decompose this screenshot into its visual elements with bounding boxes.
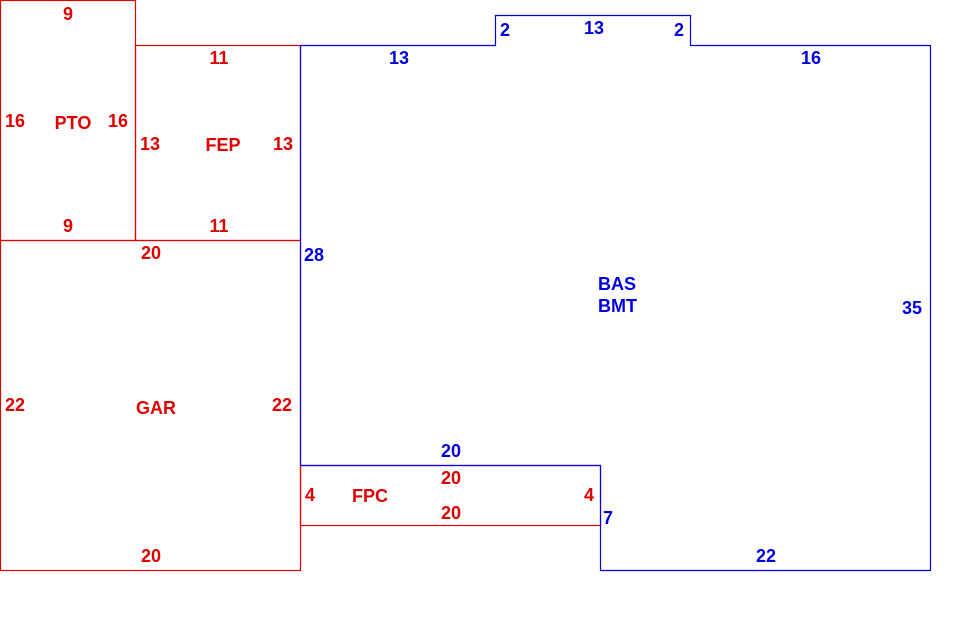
bas-inner-right-dim: 7 bbox=[603, 508, 613, 528]
fep-top-dim: 11 bbox=[209, 48, 228, 68]
bas-inner-bottom-dim: 20 bbox=[441, 441, 461, 461]
fpc-left-dim: 4 bbox=[305, 485, 315, 505]
bas-right-dim: 35 bbox=[902, 298, 922, 318]
fep-right-dim: 13 bbox=[273, 134, 293, 154]
bas-top-left-dim: 13 bbox=[389, 48, 409, 68]
bas-top-right-dim: 16 bbox=[801, 48, 821, 68]
fep-left-dim: 13 bbox=[140, 134, 160, 154]
fpc-bottom-dim: 20 bbox=[441, 503, 461, 523]
fpc-top-dim: 20 bbox=[441, 468, 461, 488]
gar-left-dim: 22 bbox=[5, 395, 25, 415]
fep-label: FEP bbox=[205, 135, 240, 155]
bas-notch-left-dim: 2 bbox=[500, 20, 510, 40]
fpc-right-dim: 4 bbox=[584, 485, 594, 505]
pto-label: PTO bbox=[55, 113, 92, 133]
bas-left-dim: 28 bbox=[304, 245, 324, 265]
bas-notch-top-dim: 13 bbox=[584, 18, 604, 38]
gar-top-dim: 20 bbox=[141, 243, 161, 263]
gar-right-dim: 22 bbox=[272, 395, 292, 415]
fpc-label: FPC bbox=[352, 486, 388, 506]
bas-notch-right-dim: 2 bbox=[674, 20, 684, 40]
bas-outline bbox=[299, 14, 932, 572]
bmt-label: BMT bbox=[598, 296, 637, 316]
gar-bottom-dim: 20 bbox=[141, 546, 161, 566]
pto-left-dim: 16 bbox=[5, 111, 25, 131]
pto-bottom-dim: 9 bbox=[63, 216, 73, 236]
bas-label: BAS bbox=[598, 274, 636, 294]
bas-bottom-dim: 22 bbox=[756, 546, 776, 566]
gar-label: GAR bbox=[136, 398, 176, 418]
pto-right-dim: 16 bbox=[108, 111, 128, 131]
fep-bottom-dim: 11 bbox=[209, 216, 228, 236]
pto-top-dim: 9 bbox=[63, 4, 73, 24]
